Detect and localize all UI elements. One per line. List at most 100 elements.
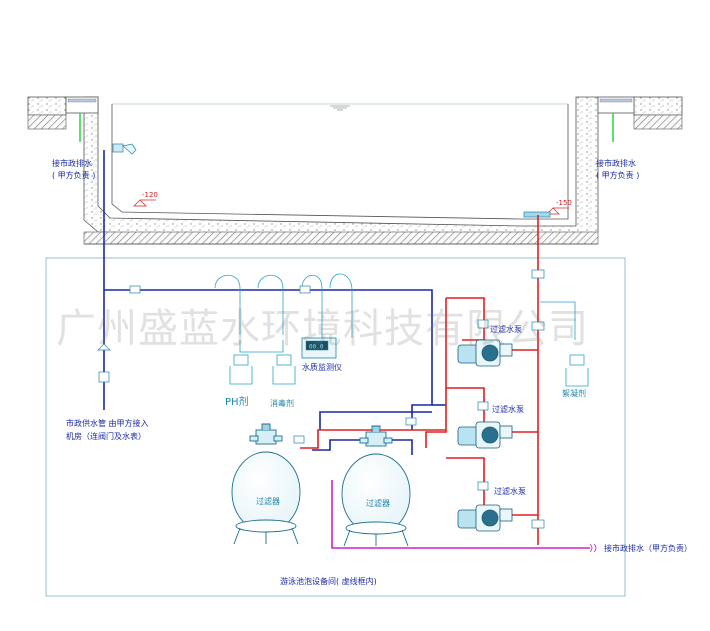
water-quality-monitor: 00.0: [301, 337, 337, 359]
monitor-reading: 00.0: [309, 344, 324, 351]
pump3-label: 过滤水泵: [494, 487, 526, 496]
drain-right-label-line1: 接市政排水: [596, 159, 636, 168]
return-header: [425, 298, 447, 448]
left-deck: [27, 96, 67, 116]
supply-branch-b: [319, 411, 432, 430]
valve-filter1: [293, 435, 305, 444]
ph-pump: [233, 354, 249, 366]
supply-label-line1: 市政供水管 由甲方接入: [66, 419, 149, 428]
sand-filters: [231, 423, 411, 547]
drain-left-label-line2: ( 甲方负责 ): [52, 171, 96, 180]
valve-supply-3: [97, 343, 111, 351]
drain-right-label-line2: ( 甲方负责 ): [596, 171, 640, 180]
dosing-return-line: [239, 340, 284, 353]
company-watermark: 广州盛蓝水环境科技有限公司: [56, 306, 589, 352]
coagulant-pump: [569, 354, 585, 366]
left-deck-base: [27, 114, 67, 130]
valve-filter2: [405, 417, 417, 426]
meter-supply: [98, 371, 110, 383]
pool-inner-wall: [111, 104, 569, 220]
valve-pump1: [477, 319, 489, 329]
pump-3-strainer: [499, 508, 513, 522]
supply-branch-c: [312, 439, 413, 455]
right-deck-base: [633, 114, 683, 130]
supply-pipes: [103, 150, 446, 455]
filter-1-handle: [261, 423, 271, 430]
pump-2-strainer: [499, 425, 513, 439]
pump-2: [457, 421, 513, 449]
pump-3-impeller: [481, 509, 499, 527]
return-to-pump3: [446, 457, 485, 510]
chemical-tanks: [229, 354, 589, 387]
overflow-drain-pipes: [79, 113, 614, 142]
coagulant-dosing-line: [540, 301, 576, 340]
right-deck: [633, 96, 683, 116]
ph-dosing-line: [214, 274, 241, 335]
return-to-pump2: [446, 387, 485, 428]
inlet-nozzle-head: [122, 143, 137, 155]
valve-return-1: [531, 269, 545, 279]
filter1-outlet: [300, 429, 446, 449]
disinfectant-tank: [272, 366, 296, 385]
filter2-label: 过滤器: [366, 499, 390, 508]
left-overflow-grate: [67, 98, 97, 103]
return-pipes: [300, 215, 539, 545]
inlet-nozzle-body: [112, 143, 124, 153]
pump-1-impeller: [481, 344, 499, 362]
pool-foundation: [83, 231, 599, 245]
filter-1-base-ring: [235, 519, 297, 533]
valves: [97, 269, 545, 529]
drain-end-mark: [589, 543, 597, 553]
level-markers: [133, 199, 569, 215]
main-drain-outlet: [523, 211, 551, 218]
level-left-label: -120: [142, 191, 158, 199]
drain-left-label-line1: 接市政排水: [52, 159, 92, 168]
monitor-display: [305, 340, 329, 351]
supply-label-line2: 机房（连阀门及水表）: [66, 432, 146, 441]
level-right-label: -150: [556, 199, 572, 207]
filter-1: [231, 423, 301, 545]
equipment-room-label: 游泳池泡设备间( 虚线框内): [280, 577, 377, 586]
ph-label: PH剂: [225, 397, 249, 408]
right-overflow-grate: [599, 98, 633, 103]
valve-pump2: [477, 401, 489, 411]
inlet-nozzle: [112, 143, 137, 155]
pool-structure: [27, 96, 683, 245]
valve-return-2: [531, 321, 545, 331]
backwash-drain-pipe: [331, 480, 590, 549]
equipment-room-boundary: [45, 257, 626, 597]
monitor-line-b: [329, 273, 353, 338]
disinfectant-dosing-line: [257, 274, 284, 335]
valve-return-3: [531, 519, 545, 529]
level-marker-right: [546, 207, 560, 215]
monitor-label: 水质监测仪: [302, 363, 342, 372]
disinfectant-pump: [276, 354, 292, 366]
filter-2-port-right: [383, 437, 393, 444]
pump-2-impeller: [481, 426, 499, 444]
monitor-line-a: [301, 274, 323, 338]
pump-3: [457, 504, 513, 532]
ph-tank: [229, 366, 253, 385]
pump-1-strainer: [499, 343, 513, 357]
valve-supply-1: [129, 285, 141, 294]
filter-2-legs: [343, 529, 409, 547]
filter-2: [341, 425, 411, 547]
filter-2-valve-body: [365, 431, 387, 447]
pool-shell: [83, 96, 599, 241]
filter-1-port-left: [249, 435, 259, 442]
valve-supply-2: [299, 285, 311, 294]
return-to-pump1: [446, 297, 485, 341]
pump-1: [457, 339, 513, 367]
pump1-label: 过滤水泵: [490, 325, 522, 334]
pump-2-motor: [457, 426, 479, 446]
filter-2-port-left: [359, 437, 369, 444]
pump-3-motor: [457, 509, 479, 529]
disinfectant-label: 消毒剂: [270, 399, 294, 408]
drain-bottom-label: 接市政排水（甲方负责）: [604, 544, 692, 553]
coagulant-label: 絮凝剂: [562, 389, 586, 398]
filter-2-base-ring: [345, 521, 407, 535]
water-level-mark: [330, 105, 350, 111]
pump2-label: 过滤水泵: [492, 405, 524, 414]
